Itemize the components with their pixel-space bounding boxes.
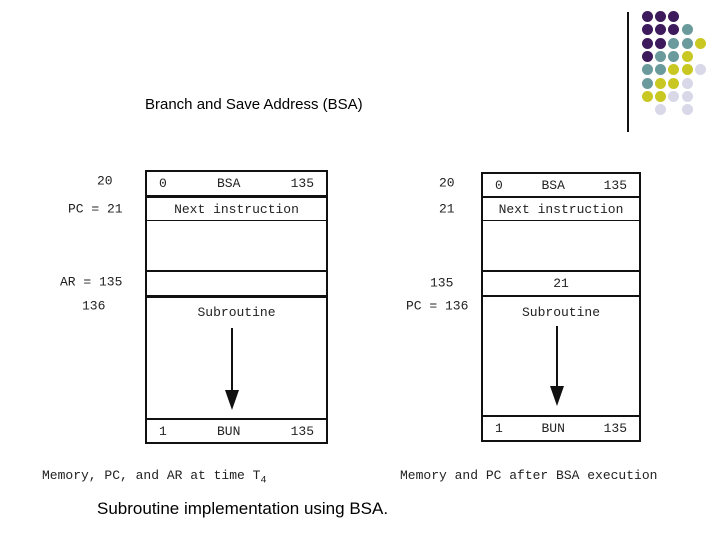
divider bbox=[483, 196, 639, 198]
logo-dot bbox=[655, 104, 667, 116]
address-label: 135 bbox=[430, 275, 454, 291]
logo-dot bbox=[642, 90, 653, 102]
logo-dot bbox=[668, 77, 680, 89]
right-caption: Memory and PC after BSA execution bbox=[400, 468, 658, 483]
logo-dot bbox=[642, 37, 653, 49]
indirect-bit: 1 bbox=[159, 423, 167, 439]
memory-word-next: Next instruction bbox=[498, 201, 624, 217]
logo-dot bbox=[668, 11, 680, 22]
address: 135 bbox=[603, 177, 627, 193]
opcode: BUN bbox=[541, 421, 565, 436]
slide-title: Branch and Save Address (BSA) bbox=[145, 96, 363, 113]
memory-word-bsa: 0 BSA 135 bbox=[483, 174, 639, 196]
logo-dot bbox=[681, 104, 693, 116]
memory-word-135: 21 bbox=[553, 276, 569, 291]
logo-dot bbox=[642, 11, 653, 22]
arrow-down-icon bbox=[231, 328, 233, 392]
subroutine-label: Subroutine bbox=[521, 304, 600, 320]
slide-caption: Subroutine implementation using BSA. bbox=[97, 499, 389, 518]
subroutine-label: Subroutine bbox=[197, 304, 276, 320]
memory-block: 0 BSA 135 Next instruction Subroutine 1 … bbox=[145, 170, 328, 444]
memory-word-bun: 1 BUN 135 bbox=[483, 417, 639, 440]
logo-dot bbox=[655, 64, 667, 76]
logo-dot bbox=[655, 37, 667, 49]
logo-dot bbox=[681, 24, 693, 36]
pc-label: PC = 136 bbox=[406, 298, 469, 314]
logo-dot bbox=[642, 24, 653, 36]
logo-dot bbox=[655, 11, 667, 22]
logo-dot bbox=[642, 50, 653, 62]
memory-block: 0 BSA 135 Next instruction 21 Subroutine… bbox=[481, 172, 641, 442]
logo-dot bbox=[694, 37, 706, 49]
address: 135 bbox=[290, 423, 314, 439]
divider bbox=[483, 295, 639, 297]
logo-dot bbox=[668, 24, 680, 36]
logo-dot bbox=[655, 77, 667, 89]
pc-label: PC = 21 bbox=[68, 201, 123, 217]
address-label: 136 bbox=[82, 298, 106, 314]
logo-dot bbox=[642, 64, 653, 76]
divider bbox=[483, 220, 639, 221]
logo-dot bbox=[668, 64, 680, 76]
logo-dot bbox=[681, 90, 693, 102]
divider bbox=[147, 195, 326, 198]
divider bbox=[147, 295, 326, 298]
memory-word-next: Next instruction bbox=[174, 201, 299, 217]
caption-subscript: 4 bbox=[260, 475, 267, 487]
divider bbox=[483, 415, 639, 417]
logo-divider-line bbox=[627, 12, 629, 132]
logo-dot bbox=[681, 64, 693, 76]
opcode: BUN bbox=[217, 423, 241, 439]
address-label: 20 bbox=[439, 175, 455, 191]
address-label: 21 bbox=[439, 201, 455, 217]
logo-dot bbox=[681, 77, 693, 89]
opcode: BSA bbox=[217, 176, 241, 191]
logo-dot bbox=[668, 37, 680, 49]
arrow-down-icon bbox=[556, 326, 558, 388]
memory-word-bsa: 0 BSA 135 bbox=[147, 172, 326, 195]
logo-dot bbox=[655, 50, 667, 62]
ar-label: AR = 135 bbox=[60, 274, 123, 290]
memory-word-bun: 1 BUN 135 bbox=[147, 420, 326, 442]
address: 135 bbox=[290, 176, 314, 191]
indirect-bit: 0 bbox=[159, 176, 167, 191]
logo-dot bbox=[668, 50, 680, 62]
logo-dot bbox=[655, 24, 667, 36]
left-caption: Memory, PC, and AR at time T4 bbox=[42, 468, 266, 487]
opcode: BSA bbox=[541, 177, 565, 193]
caption-text: Memory, PC, and AR at time T bbox=[42, 468, 261, 483]
arrow-head-icon bbox=[550, 386, 564, 406]
logo-dot bbox=[642, 77, 653, 89]
arrow-head-icon bbox=[225, 390, 239, 410]
logo-dot bbox=[681, 37, 693, 49]
divider bbox=[147, 418, 326, 420]
logo-dot bbox=[655, 90, 667, 102]
memory-word-135 bbox=[147, 272, 326, 295]
indirect-bit: 1 bbox=[495, 421, 503, 436]
logo-dot bbox=[681, 50, 693, 62]
indirect-bit: 0 bbox=[495, 177, 503, 193]
address-label: 20 bbox=[97, 173, 113, 189]
logo-dot bbox=[694, 64, 706, 76]
divider bbox=[147, 220, 326, 221]
divider bbox=[483, 270, 639, 272]
address: 135 bbox=[603, 421, 627, 436]
logo-dot bbox=[668, 90, 680, 102]
divider bbox=[147, 270, 326, 272]
